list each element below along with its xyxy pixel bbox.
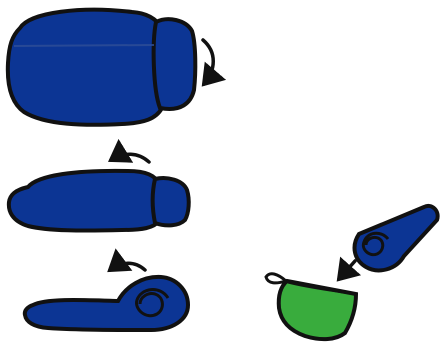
stuff-sack-body [279, 281, 356, 339]
fold-line [14, 45, 154, 46]
step-3-rolling-bag-icon [25, 263, 188, 330]
step-2-folded-bag-icon [9, 154, 189, 230]
stuff-sack-strap [266, 274, 286, 283]
step-1-arrow-icon [203, 40, 213, 84]
step-1-flat-bag-icon [8, 10, 213, 125]
step-4-arrow-icon [339, 261, 355, 279]
bag-body [8, 10, 162, 125]
step-3-arrow-icon [110, 263, 145, 270]
folded-hood [153, 178, 189, 225]
bag-hood [154, 19, 196, 109]
stuff-sack-icon [266, 274, 356, 339]
step-2-arrow-icon [111, 154, 149, 162]
step-4-rolled-bag-icon [339, 206, 438, 279]
folded-bag-body [9, 171, 159, 231]
